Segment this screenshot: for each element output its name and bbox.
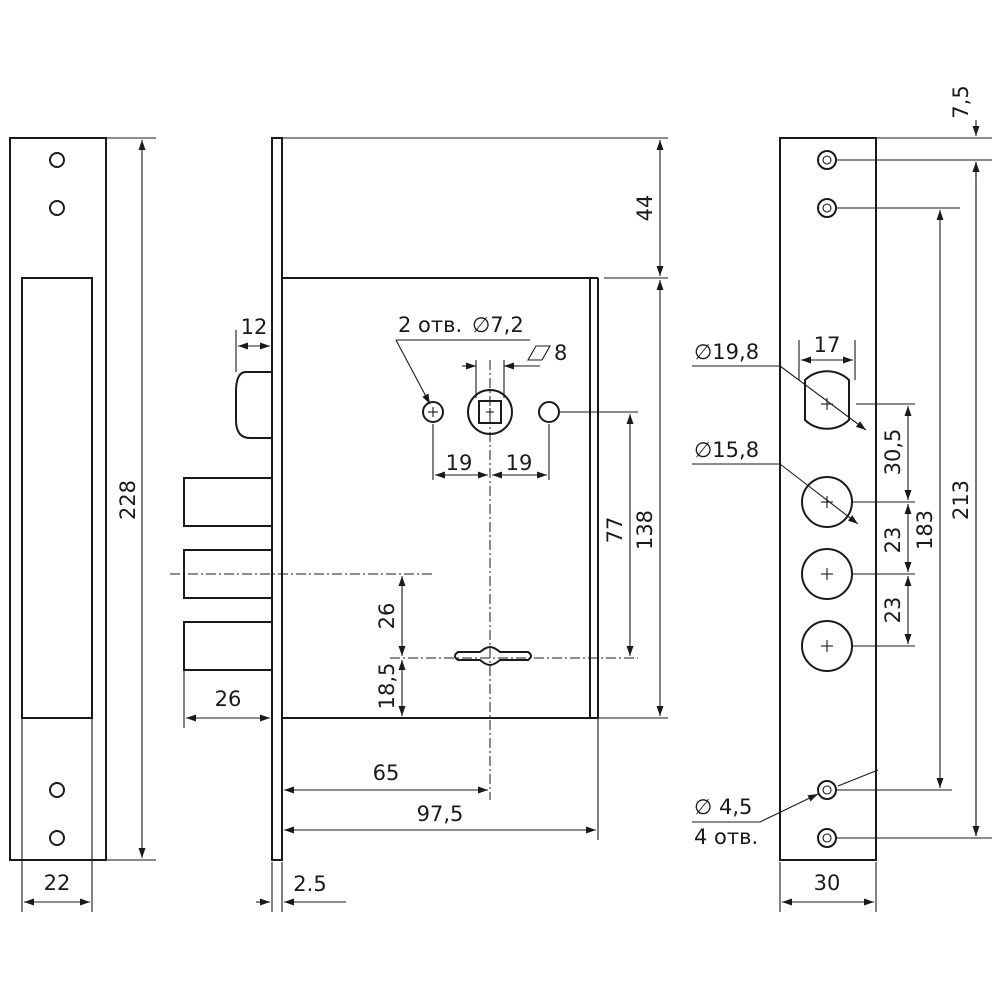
screw-hole xyxy=(538,401,560,423)
fixing-hole xyxy=(817,150,837,170)
screw-hole-dia-label: ∅7,2 xyxy=(472,313,524,337)
strike-hole xyxy=(49,830,65,846)
latch-dia-label: ∅19,8 xyxy=(694,340,759,364)
bolt-projection-label: 26 xyxy=(215,687,242,711)
backset-label: 65 xyxy=(373,761,400,785)
key-to-bottom-label: 18,5 xyxy=(375,663,399,710)
bolt-spacing-label: 26 xyxy=(375,603,399,630)
fixing-hole xyxy=(817,780,837,800)
bolt-pitch-1-label: 23 xyxy=(881,527,905,554)
lock-side-view: 44 138 77 26 18,5 12 26 65 97,5 2.5 19 1… xyxy=(170,137,668,912)
strike-plate-outline xyxy=(9,137,107,861)
dead-bolt xyxy=(183,477,273,527)
latch-opening xyxy=(804,370,850,430)
screw-offset-right-label: 19 xyxy=(506,451,533,475)
inner-holes-distance-label: 183 xyxy=(913,510,937,550)
strike-hole xyxy=(49,782,65,798)
spindle-to-key-label: 77 xyxy=(603,517,627,544)
lock-faceplate xyxy=(271,137,283,861)
dead-bolt xyxy=(183,621,273,671)
spindle-size-label: 8 xyxy=(554,341,567,365)
outer-holes-distance-label: 213 xyxy=(949,480,973,520)
keyhole xyxy=(454,645,532,667)
case-depth-label: 97,5 xyxy=(417,802,464,826)
top-offset-label: 44 xyxy=(633,195,657,222)
strike-plate-cutout xyxy=(21,277,93,719)
case-height-label: 138 xyxy=(633,510,657,550)
screw-offset-left-label: 19 xyxy=(446,451,473,475)
strike-hole xyxy=(49,200,65,216)
top-hole-offset-label: 7,5 xyxy=(949,85,973,118)
lock-case xyxy=(281,277,591,719)
square-symbol xyxy=(527,345,551,361)
bolt-pitch-2-label: 23 xyxy=(881,597,905,624)
strike-height-label: 228 xyxy=(116,480,140,520)
faceplate-thickness-label: 2.5 xyxy=(293,872,326,896)
latch-width-label: 17 xyxy=(814,333,841,357)
latch-to-bolt-label: 30,5 xyxy=(881,429,905,476)
fix-hole-count-label: 4 отв. xyxy=(694,825,758,849)
fixing-hole xyxy=(817,828,837,848)
strike-hole xyxy=(49,152,65,168)
faceplate-outline xyxy=(779,137,877,861)
screw-holes-label: 2 отв. xyxy=(398,313,462,337)
fixing-hole xyxy=(817,198,837,218)
latch-projection-label: 12 xyxy=(241,315,268,339)
fix-hole-dia-label: ∅ 4,5 xyxy=(694,795,752,819)
faceplate-width-label: 30 xyxy=(814,871,841,895)
lock-faceplate-front: 7,5 213 183 30,5 23 23 17 30 ∅19,8 ∅15,8 xyxy=(692,85,992,912)
latch-bolt xyxy=(235,371,272,439)
screw-hole xyxy=(422,401,444,423)
strike-plate: 228 22 xyxy=(9,137,156,912)
strike-width-label: 22 xyxy=(44,871,71,895)
bolt-dia-label: ∅15,8 xyxy=(694,438,759,462)
